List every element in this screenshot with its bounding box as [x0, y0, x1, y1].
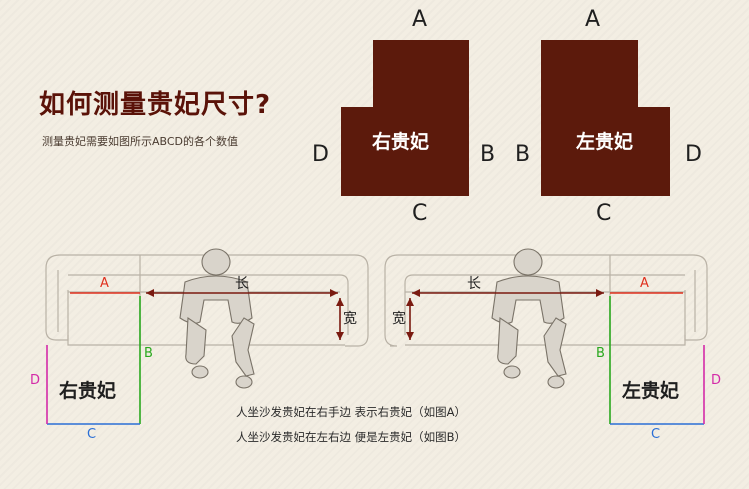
- right-sofa-label-d: D: [30, 373, 41, 388]
- left-sofa-length-arrow-right: [596, 289, 604, 297]
- left-sofa-label-d: D: [711, 373, 722, 388]
- right-sofa-label-b: B: [144, 346, 153, 361]
- left-sofa-label-a: A: [640, 276, 649, 291]
- note-line-2: 人坐沙发贵妃在左右边 便是左贵妃（如图B）: [236, 430, 467, 444]
- right-sofa-width-label: 宽: [343, 311, 357, 327]
- right-chaise-label-b: B: [480, 142, 496, 167]
- right-chaise-label-d: D: [312, 142, 329, 167]
- left-chaise-block: [541, 40, 670, 196]
- right-sofa-name: 右贵妃: [59, 380, 117, 402]
- right-chaise-block-label: 右贵妃: [372, 131, 430, 153]
- right-chaise-label-a: A: [412, 7, 428, 32]
- left-sofa-width-arrow-bottom: [406, 332, 414, 340]
- right-sofa-length-arrow-left: [146, 289, 154, 297]
- left-chaise-label-d: D: [685, 142, 702, 167]
- right-sofa-label-a: A: [100, 276, 109, 291]
- left-chaise-label-b: B: [515, 142, 531, 167]
- left-sofa-label-b: B: [596, 346, 605, 361]
- note-line-1: 人坐沙发贵妃在右手边 表示右贵妃（如图A）: [236, 405, 467, 419]
- left-sofa-label-c: C: [651, 427, 661, 442]
- left-chaise-label-a: A: [585, 7, 601, 32]
- right-sofa-label-c: C: [87, 427, 97, 442]
- right-sofa-length-label: 长: [235, 276, 249, 292]
- right-sofa-width-arrow-top: [336, 298, 344, 306]
- page-title: 如何测量贵妃尺寸?: [39, 90, 272, 120]
- left-sofa-name: 左贵妃: [622, 380, 680, 402]
- right-sofa-length-arrow-right: [330, 289, 338, 297]
- right-sofa-width-arrow-bottom: [336, 332, 344, 340]
- left-sofa-width-label: 宽: [392, 311, 406, 327]
- left-chaise-block-label: 左贵妃: [576, 131, 634, 153]
- person-figure-left: [491, 248, 567, 389]
- left-sofa-length-arrow-left: [412, 289, 420, 297]
- page-subtitle: 测量贵妃需要如图所示ABCD的各个数值: [42, 135, 239, 148]
- right-chaise-block: [341, 40, 469, 196]
- right-chaise-label-c: C: [412, 201, 428, 226]
- left-chaise-label-c: C: [596, 201, 612, 226]
- person-figure-right: [179, 248, 255, 389]
- left-sofa-length-label: 长: [467, 276, 481, 292]
- left-sofa-width-arrow-top: [406, 298, 414, 306]
